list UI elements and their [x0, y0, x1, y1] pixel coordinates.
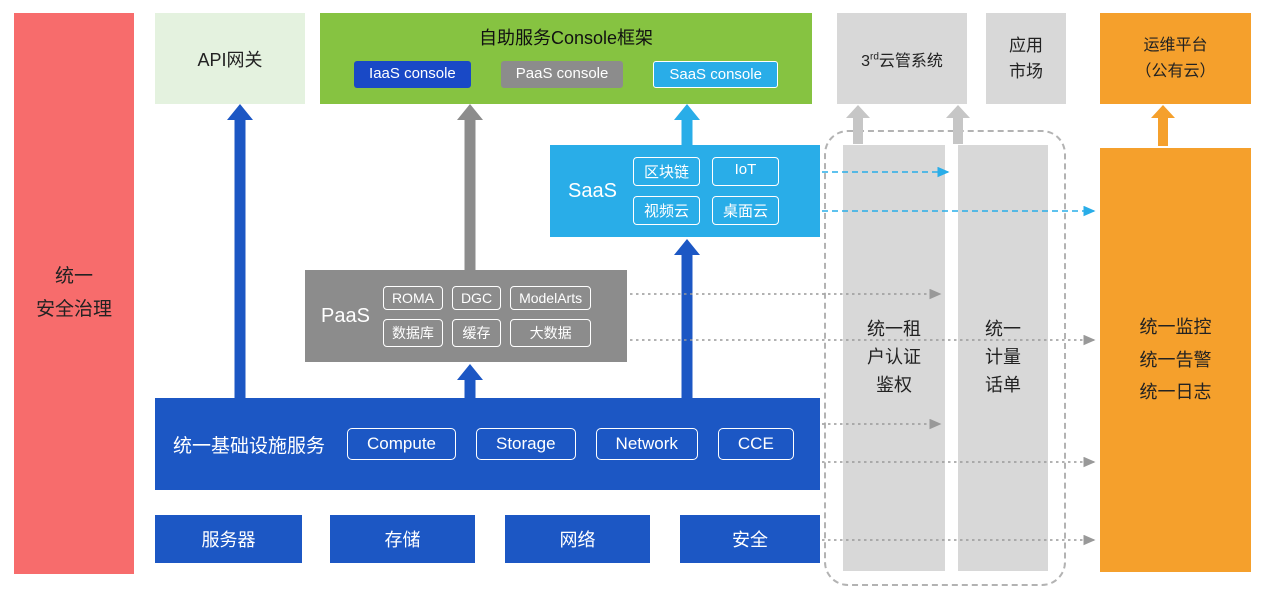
cms-label-rest: 云管系统	[878, 52, 943, 70]
tenant-auth-label: 统一租 户认证 鉴权	[867, 319, 921, 395]
monitoring-pillar: 统一监控 统一告警 统一日志	[1100, 148, 1251, 572]
ops-platform-box: 运维平台 （公有云）	[1100, 13, 1251, 104]
paas-chip-grid: ROMA DGC ModelArts 数据库 缓存 大数据	[382, 285, 592, 347]
paas-label: PaaS	[321, 304, 370, 327]
saas-layer-box: SaaS 区块链 IoT 视频云 桌面云	[550, 145, 820, 237]
metering-billing-pillar: 统一 计量 话单	[958, 145, 1048, 571]
monitoring-label: 统一监控 统一告警 统一日志	[1139, 317, 1212, 403]
iaas-chip-compute: Compute	[347, 428, 456, 460]
app-market-label: 应用 市场	[1009, 36, 1043, 81]
iaas-chip-storage: Storage	[476, 428, 576, 460]
resource-box-server: 服务器	[155, 515, 302, 563]
metering-billing-label: 统一 计量 话单	[985, 319, 1021, 395]
app-market-box: 应用 市场	[986, 13, 1066, 104]
saas-chip-grid: 区块链 IoT 视频云 桌面云	[632, 157, 779, 225]
arrow-iaas-to-api-gateway	[227, 104, 253, 400]
security-governance-label: 统一 安全治理	[35, 266, 112, 320]
resource-box-security: 安全	[680, 515, 820, 563]
security-governance-pillar: 统一 安全治理	[14, 13, 134, 574]
resource-box-storage: 存储	[330, 515, 475, 563]
arrow-iaas-to-saas	[674, 239, 700, 400]
iaas-chip-network: Network	[595, 428, 698, 460]
resource-server-label: 服务器	[201, 530, 256, 550]
paas-chip-dgc: DGC	[451, 285, 502, 310]
saas-chip-iot: IoT	[711, 157, 779, 186]
saas-chip-blockchain: 区块链	[632, 157, 700, 186]
tenant-auth-pillar: 统一租 户认证 鉴权	[843, 145, 945, 571]
saas-chip-desktop-cloud: 桌面云	[711, 196, 779, 225]
iaas-chip-row: Compute Storage Network CCE	[347, 428, 794, 460]
paas-chip-roma: ROMA	[382, 285, 443, 310]
ops-platform-label: 运维平台 （公有云）	[1135, 36, 1216, 80]
paas-chip-database: 数据库	[382, 318, 443, 347]
resource-box-network: 网络	[505, 515, 650, 563]
resource-network-label: 网络	[559, 530, 596, 550]
common-services-dashed-group	[824, 130, 1066, 586]
cms-label-superscript: rd	[869, 51, 879, 63]
cms-label-base: 3	[861, 52, 870, 70]
paas-chip-modelarts: ModelArts	[510, 285, 592, 310]
arrow-paas-to-console	[457, 104, 483, 272]
saas-label: SaaS	[568, 179, 617, 202]
paas-console-button: PaaS console	[500, 61, 624, 88]
iaas-chip-cce: CCE	[717, 428, 794, 460]
console-buttons-row: IaaS console PaaS console SaaS console	[354, 61, 778, 88]
arrow-monitor-to-ops	[1151, 105, 1175, 146]
paas-layer-box: PaaS ROMA DGC ModelArts 数据库 缓存 大数据	[305, 270, 627, 362]
resource-storage-label: 存储	[384, 530, 421, 550]
saas-console-button: SaaS console	[653, 61, 778, 88]
iaas-label: 统一基础设施服务	[173, 435, 326, 457]
arrow-iaas-to-paas	[457, 364, 483, 400]
paas-chip-bigdata: 大数据	[510, 318, 592, 347]
iaas-layer-box: 统一基础设施服务 Compute Storage Network CCE	[155, 398, 820, 490]
saas-chip-video-cloud: 视频云	[632, 196, 700, 225]
arrow-saas-to-console	[674, 104, 700, 147]
resource-security-label: 安全	[732, 530, 768, 550]
iaas-console-button: IaaS console	[354, 61, 471, 88]
third-party-cloud-mgmt-label: 3rd云管系统	[861, 47, 943, 71]
paas-chip-cache: 缓存	[451, 318, 502, 347]
console-framework-title: 自助服务Console框架	[478, 28, 654, 48]
api-gateway-label: API网关	[197, 49, 263, 70]
third-party-cloud-mgmt-box: 3rd云管系统	[837, 13, 967, 104]
api-gateway-box: API网关	[155, 13, 305, 104]
console-framework-box: 自助服务Console框架 IaaS console PaaS console …	[320, 13, 812, 104]
